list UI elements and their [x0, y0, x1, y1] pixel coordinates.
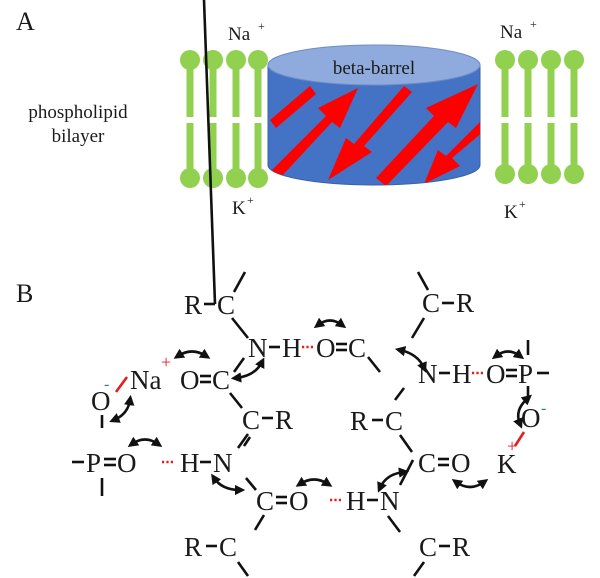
right-upper-leaflet	[495, 50, 584, 117]
ion-charge: +	[530, 17, 537, 31]
panel-a-label: A	[16, 7, 35, 36]
atom-O: O	[451, 448, 471, 478]
atom-C: C	[217, 290, 235, 320]
ion-k-bottom-right: K +	[504, 197, 526, 223]
barrel-top	[267, 44, 481, 86]
atom-P: P	[518, 359, 533, 389]
beta-strand-1	[270, 86, 316, 128]
atom-H: H	[346, 486, 366, 516]
atom-C: C	[419, 532, 437, 562]
ion-na-top-right: Na +	[500, 17, 537, 43]
atom-O: O	[117, 448, 137, 478]
right-lower-leaflet	[495, 123, 584, 184]
ion-charge: +	[519, 197, 526, 211]
ion-symbol: Na	[500, 22, 523, 43]
right-phospholipid-bilayer	[495, 50, 584, 184]
beta-strand-4-arrow	[376, 84, 478, 185]
beta-strand-3-arrow	[328, 86, 412, 180]
left-phospholipid-bilayer	[180, 50, 268, 188]
beta-strand-2-arrow	[272, 88, 358, 178]
atom-R: R	[350, 406, 368, 436]
ion-k-bottom-left: K +	[232, 193, 254, 219]
atom-R: R	[452, 532, 470, 562]
beta-strands	[270, 84, 480, 185]
atom-C: C	[212, 365, 230, 395]
left-upper-leaflet	[180, 50, 268, 117]
atom-R: R	[184, 290, 202, 320]
atom-Na: Na	[130, 365, 161, 395]
membrane-label-line2: bilayer	[52, 126, 105, 147]
beta-strand-5-arrow	[424, 120, 480, 184]
beta-barrel: beta-barrel	[267, 44, 481, 186]
atom-C: C	[256, 486, 274, 516]
atom-H: H	[452, 359, 472, 389]
negative-charge: -	[104, 376, 109, 393]
atom-P: P	[86, 448, 101, 478]
atom-O: O	[180, 365, 200, 395]
barrel-label: beta-barrel	[333, 58, 415, 79]
atom-O: O	[521, 403, 541, 433]
atom-C: C	[422, 288, 440, 318]
atom-H: H	[180, 448, 200, 478]
positive-charge: +	[161, 352, 171, 372]
atom-O: O	[486, 359, 506, 389]
atom-R: R	[456, 288, 474, 318]
ion-charge: +	[258, 19, 265, 33]
atom-O: O	[289, 486, 309, 516]
membrane-label-line1: phospholipid	[28, 102, 128, 123]
atom-R: R	[184, 532, 202, 562]
positive-charge: +	[507, 436, 517, 456]
atom-C: C	[219, 532, 237, 562]
atom-N: N	[248, 333, 268, 363]
atom-K: K	[497, 449, 517, 479]
negative-charge: -	[541, 400, 546, 417]
atom-N: N	[213, 448, 233, 478]
left-lower-leaflet	[180, 123, 268, 188]
ion-symbol: K	[504, 202, 518, 223]
ion-charge: +	[247, 193, 254, 207]
atom-C: C	[348, 333, 366, 363]
ion-symbol: Na	[228, 24, 251, 45]
ion-na-top-left: Na +	[228, 19, 265, 45]
atom-R: R	[275, 405, 293, 435]
atom-C: C	[418, 448, 436, 478]
atom-C: C	[242, 405, 260, 435]
ion-symbol: K	[232, 198, 246, 219]
atom-N: N	[380, 486, 400, 516]
atom-C: C	[385, 406, 403, 436]
atom-O: O	[316, 333, 336, 363]
atom-O: O	[91, 386, 111, 416]
panel-b-label: B	[16, 279, 33, 308]
atom-H: H	[282, 333, 302, 363]
hydrogen-bond-network: R C N H O C C R N H O P	[72, 0, 549, 577]
